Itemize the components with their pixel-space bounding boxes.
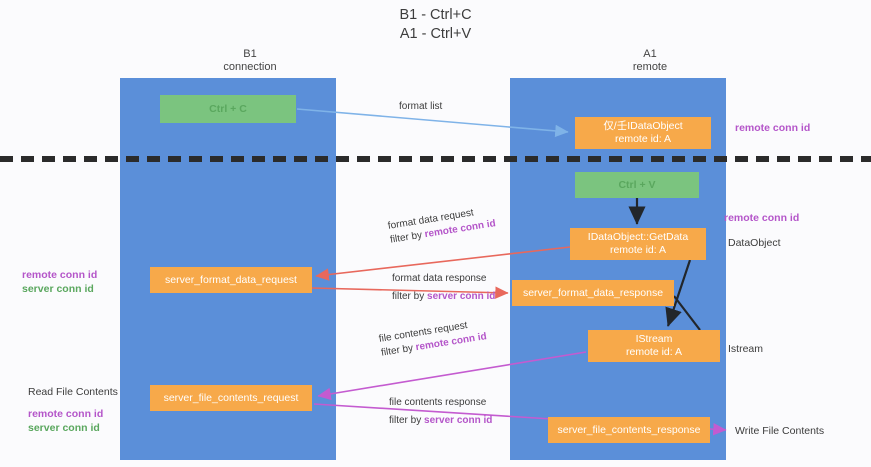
node-server-format-data-request[interactable]: server_format_data_request (150, 267, 312, 293)
annotation-read-file-contents: Read File Contents (28, 386, 118, 398)
filter-prefix: filter by (392, 291, 428, 302)
edge-label-format-list: format list (399, 100, 442, 114)
node-ctrl-v[interactable]: Ctrl + V (575, 172, 699, 198)
filter-key-server-conn-id: server conn id (424, 415, 493, 426)
arrow-format-data-request (315, 246, 571, 281)
node-server-file-contents-response[interactable]: server_file_contents_response (548, 417, 710, 443)
arrow-file-contents-request (317, 351, 587, 401)
edge-label-file-contents-response: file contents response filter by server … (389, 396, 492, 428)
node-idataobject[interactable]: 仅/壬IDataObject remote id: A (575, 117, 711, 149)
annotation-dataobject: DataObject (728, 237, 781, 249)
arrow-format-data-response (311, 286, 509, 299)
lane-header-b1: B1 connection (223, 48, 277, 73)
lane-header-a1: A1 remote (632, 48, 668, 73)
annotation-istream: Istream (728, 343, 764, 355)
node-ctrl-c[interactable]: Ctrl + C (160, 95, 296, 123)
edge-label-format-data-response: format data response filter by server co… (392, 272, 495, 304)
node-server-file-contents-request[interactable]: server_file_contents_request (150, 385, 312, 411)
arrow-format-list (296, 108, 569, 138)
annotation-remote-conn-id-top: remote conn id (735, 122, 811, 134)
annotation-server-conn-id: server conn id (22, 283, 94, 295)
edge-label-format-list-text: format list (399, 101, 443, 112)
annotation-write-file-contents: Write File Contents (735, 425, 825, 437)
annotation-left-conn-ids-upper: remote conn id server conn id (22, 268, 97, 296)
edge-label-file-contents-response-line1: file contents response (389, 397, 487, 408)
phase-divider (0, 156, 871, 162)
node-idataobject-getdata[interactable]: IDataObject::GetData remote id: A (570, 228, 706, 260)
edge-label-format-data-response-line2: filter by server conn id (392, 290, 495, 304)
annotation-server-conn-id-2: server conn id (28, 422, 100, 434)
arrow-response-istream (673, 295, 701, 331)
arrow-getdata-istream (665, 259, 692, 327)
edge-label-format-data-response-line1: format data response (392, 273, 487, 284)
node-istream[interactable]: IStream remote id: A (588, 330, 720, 362)
annotation-left-read-file-contents-group: Read File Contents remote conn id server… (28, 385, 118, 435)
annotation-remote-conn-id-mid: remote conn id (724, 212, 800, 224)
annotation-remote-conn-id-2: remote conn id (28, 408, 104, 420)
filter-key-server-conn-id: server conn id (427, 291, 496, 302)
annotation-remote-conn-id: remote conn id (22, 269, 98, 281)
filter-prefix: filter by (389, 415, 425, 426)
node-server-format-data-response[interactable]: server_format_data_response (512, 280, 674, 306)
page-title: B1 - Ctrl+C A1 - Ctrl+V (399, 7, 472, 42)
edge-label-file-contents-response-line2: filter by server conn id (389, 414, 492, 428)
